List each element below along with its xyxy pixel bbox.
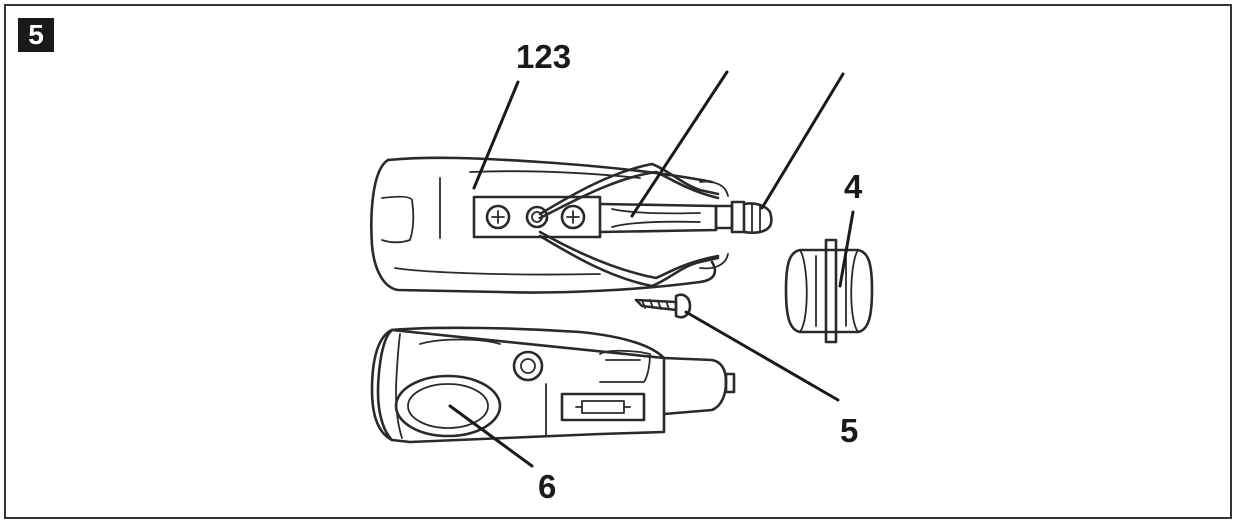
callout-4: 4 (844, 168, 863, 205)
contact-spring-clip (538, 162, 729, 288)
leader-6 (448, 404, 534, 468)
contact-strip (472, 195, 718, 239)
callout-123: 123 (516, 38, 571, 75)
callout-6: 6 (538, 468, 556, 505)
leader-123-a (472, 80, 520, 190)
leader-5 (684, 310, 840, 402)
leader-123-b (630, 70, 729, 218)
leader-123-c (760, 72, 845, 210)
center-contact-tip (714, 200, 773, 235)
leader-4 (838, 210, 855, 288)
plug-housing-open (370, 156, 717, 294)
plug-housing-closed (370, 326, 736, 444)
screw-part (634, 293, 692, 319)
callout-5: 5 (840, 412, 858, 449)
leader-lines (448, 70, 855, 468)
figure-number-badge: 5 (18, 18, 54, 52)
ring-cap-part (784, 238, 874, 344)
